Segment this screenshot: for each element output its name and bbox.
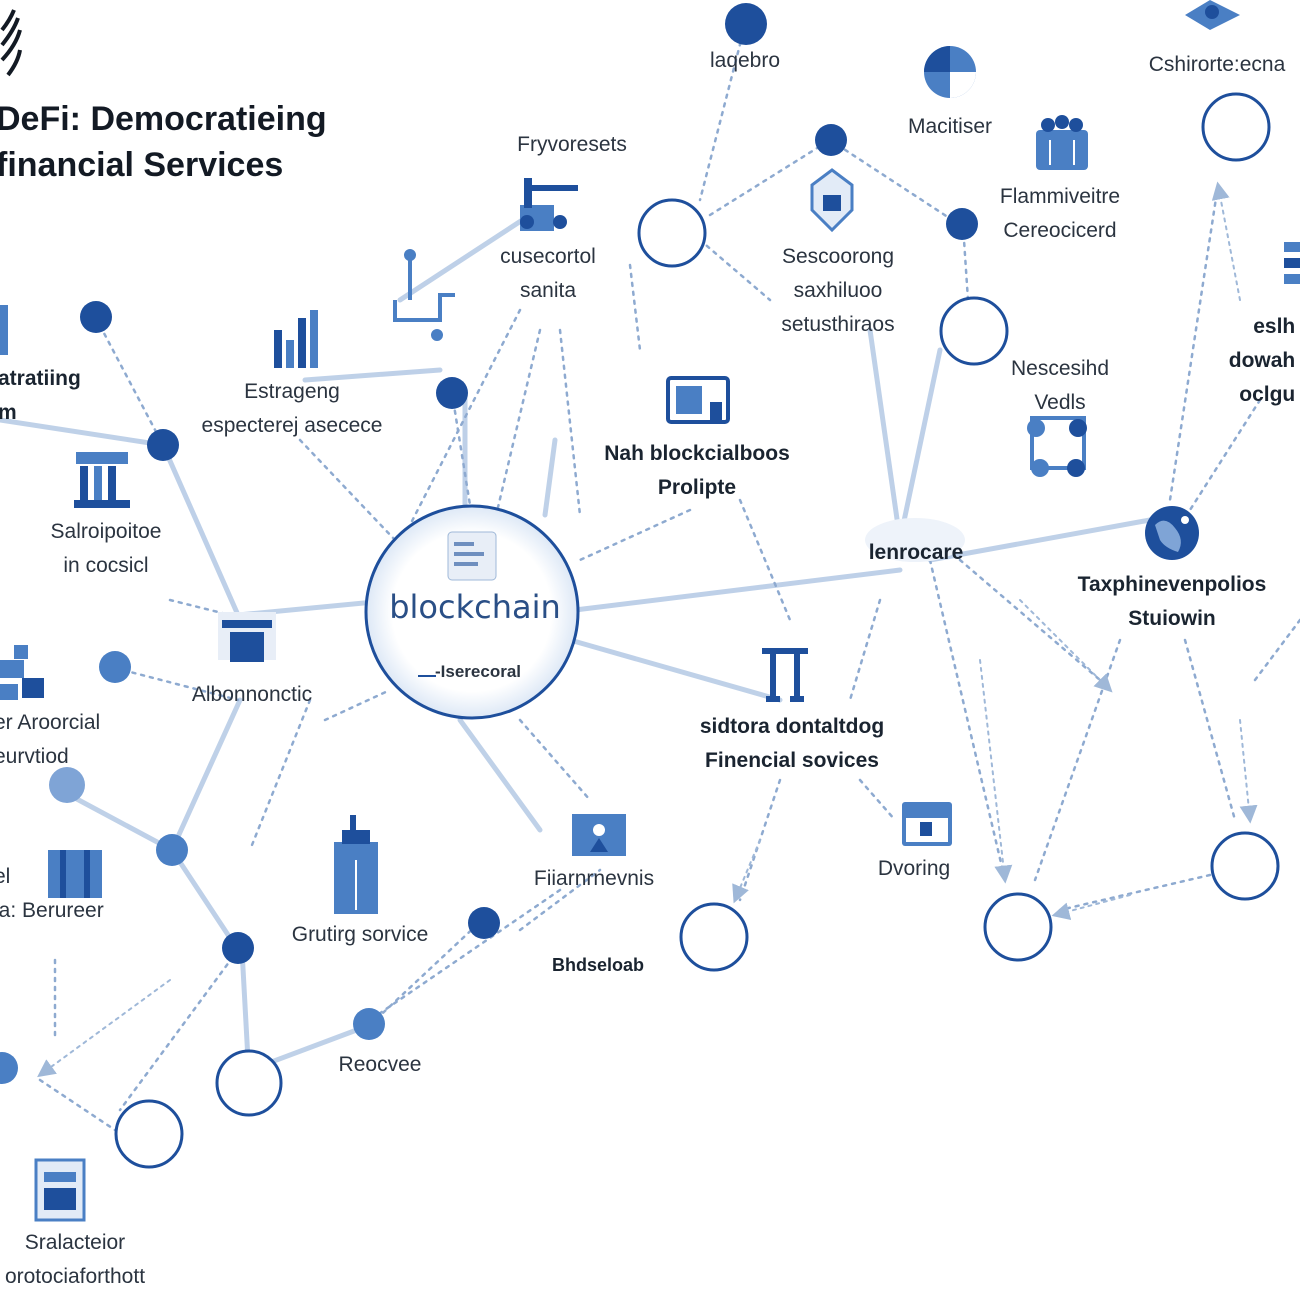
empty-node <box>1210 831 1280 901</box>
network-nodes-icon <box>1027 416 1087 477</box>
label-el-berureer: el la: Berureer <box>0 865 104 922</box>
card-icon <box>902 802 952 846</box>
label-right-edge: eslh dowah oclgu <box>1228 315 1296 406</box>
label-sidtora: sidtora dontaltdog Finencial sovices <box>699 715 885 772</box>
hub-label: blockchain <box>389 588 561 626</box>
logo-mark-icon <box>0 9 22 77</box>
pie-chart-icon <box>924 46 976 98</box>
label-bhdseloab: Bhdseloab <box>551 955 645 975</box>
edges <box>0 23 1300 1132</box>
screen-icon <box>572 814 626 856</box>
empty-node <box>215 1049 283 1117</box>
label-dvoring: Dvoring <box>877 857 951 880</box>
empty-node <box>1201 92 1271 162</box>
empty-node <box>679 902 749 972</box>
label-estrageng: Estrageng especterej asecece <box>201 380 383 437</box>
node-dot <box>0 1052 18 1084</box>
node-dot <box>725 3 767 45</box>
crane-icon <box>520 178 578 231</box>
node-dot <box>147 429 179 461</box>
hub-sublabel: -Iserecoral <box>435 662 521 681</box>
label-top-center: laqebro <box>709 49 781 72</box>
globe-right-icon <box>1145 506 1199 560</box>
label-fryvoresets: Fryvoresets <box>517 133 627 156</box>
label-taxphine: Taxphinevenpolios Stuiowin <box>1077 573 1267 630</box>
label-top-right: Cshirorte:ecna <box>1148 53 1286 76</box>
server-icon <box>1284 242 1300 284</box>
label-alborn: Albonnonctic <box>191 683 313 706</box>
label-grutirg: Grutirg sorvice <box>291 923 429 946</box>
pipeline-icon <box>393 249 455 341</box>
tower-icon <box>334 815 378 914</box>
label-stiurvleenas: Fiiarnrnevnis <box>533 867 655 890</box>
empty-node <box>637 198 707 268</box>
node-dot <box>436 377 468 409</box>
light-nodes <box>0 651 385 1084</box>
node-dot <box>815 124 847 156</box>
atm-icon <box>218 612 276 662</box>
empty-node <box>939 296 1009 366</box>
shield-icon <box>810 168 854 233</box>
label-macitiser: Macitiser <box>907 115 993 138</box>
label-lenrocare: lenrocare <box>868 541 964 564</box>
page-title: DeFi: Democratieing financial Services <box>0 100 327 184</box>
node-dot <box>49 767 85 803</box>
empty-node <box>983 892 1053 962</box>
node-dot <box>222 932 254 964</box>
monitor-icon <box>666 376 730 424</box>
node-dot <box>99 651 131 683</box>
node-dot <box>353 1008 385 1040</box>
node-dot <box>156 834 188 866</box>
filled-nodes <box>80 3 978 964</box>
swap-icon <box>762 648 808 702</box>
label-cusecortol: cusecortol sanita <box>500 245 596 302</box>
label-nesceshd: Nescesihd Vedls <box>1010 357 1110 414</box>
globe-icon <box>1185 0 1240 30</box>
label-sralactator: Sralacteior orotociaforthott <box>4 1231 146 1288</box>
users-icon <box>0 645 44 700</box>
label-sescorong: Sescoorong saxhiluoo setusthiraos <box>781 245 895 336</box>
bar-chart-icon <box>274 310 318 368</box>
node-dot <box>946 208 978 240</box>
label-resocvee: Reocvee <box>338 1053 422 1076</box>
hollow-nodes <box>114 92 1280 1169</box>
label-ar-aroorcial: er Aroorcial eurvtiod <box>0 711 101 768</box>
empty-node <box>114 1099 184 1169</box>
label-flammiveitre: Flammiveitre Cereocicerd <box>999 185 1121 242</box>
label-salrolpore: Salroipoitoe in cocsicl <box>50 520 162 577</box>
people-group-icon <box>1036 115 1088 170</box>
blockchain-hub <box>364 504 580 720</box>
icons <box>0 0 1300 1222</box>
node-dot <box>468 907 500 939</box>
building-icon <box>0 305 8 355</box>
document-icon <box>34 1158 86 1222</box>
column-icon <box>48 850 102 898</box>
bank-icon <box>74 452 130 508</box>
label-nah-block: Nah blockcialboos Prolipte <box>604 442 790 499</box>
label-atratiing: atratiing m <box>0 367 81 424</box>
node-dot <box>80 301 112 333</box>
